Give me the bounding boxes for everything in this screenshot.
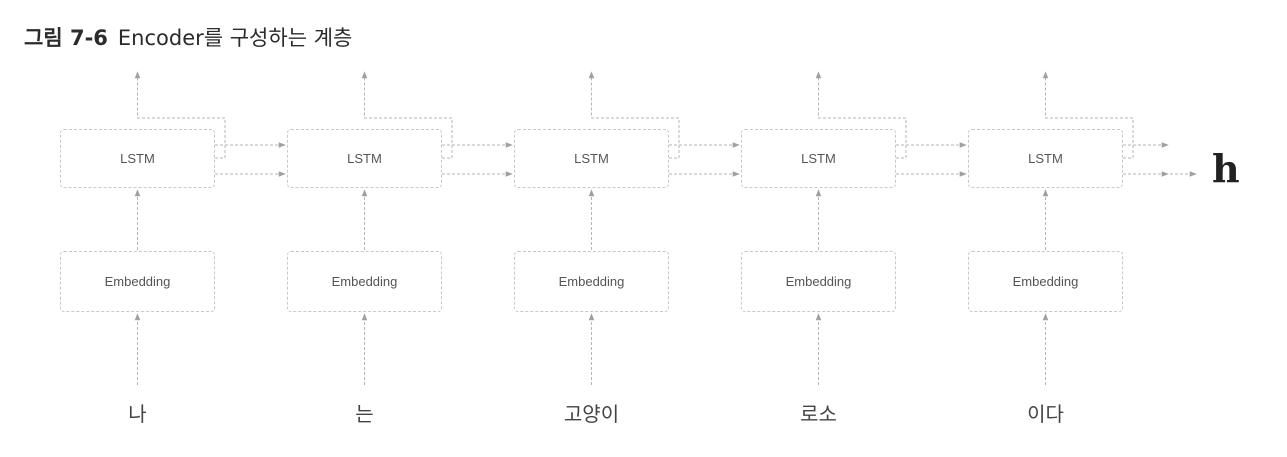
lstm-output-arrow bbox=[134, 71, 226, 159]
figure-title: Encoder를 구성하는 계층 bbox=[117, 26, 353, 50]
embedding-box: Embedding bbox=[741, 251, 896, 312]
lstm-output-arrow bbox=[1042, 71, 1134, 159]
input-token: 이다 bbox=[1027, 402, 1064, 426]
embedding-label: Embedding bbox=[1012, 274, 1079, 289]
lstm-output-arrow bbox=[361, 71, 453, 159]
lstm-box: LSTM bbox=[287, 129, 442, 188]
embedding-label: Embedding bbox=[104, 274, 171, 289]
lstm-label: LSTM bbox=[1028, 151, 1063, 166]
lstm-label: LSTM bbox=[801, 151, 836, 166]
figure-caption: 그림 7-6 Encoder를 구성하는 계층 bbox=[24, 22, 352, 52]
embedding-label: Embedding bbox=[785, 274, 852, 289]
input-token: 로소 bbox=[800, 402, 837, 426]
figure-number: 그림 7-6 bbox=[24, 26, 108, 50]
embedding-label: Embedding bbox=[331, 274, 398, 289]
lstm-label: LSTM bbox=[120, 151, 155, 166]
lstm-box: LSTM bbox=[60, 129, 215, 188]
lstm-box: LSTM bbox=[514, 129, 669, 188]
lstm-output-arrow bbox=[588, 71, 680, 159]
embedding-box: Embedding bbox=[287, 251, 442, 312]
lstm-box: LSTM bbox=[968, 129, 1123, 188]
input-token: 는 bbox=[355, 402, 374, 426]
lstm-label: LSTM bbox=[574, 151, 609, 166]
lstm-label: LSTM bbox=[347, 151, 382, 166]
input-token: 나 bbox=[128, 402, 147, 426]
lstm-output-arrow bbox=[815, 71, 907, 159]
embedding-box: Embedding bbox=[60, 251, 215, 312]
embedding-label: Embedding bbox=[558, 274, 625, 289]
lstm-box: LSTM bbox=[741, 129, 896, 188]
input-token: 고양이 bbox=[563, 402, 620, 426]
embedding-box: Embedding bbox=[968, 251, 1123, 312]
embedding-box: Embedding bbox=[514, 251, 669, 312]
hidden-state-output-label: h bbox=[1212, 146, 1240, 191]
